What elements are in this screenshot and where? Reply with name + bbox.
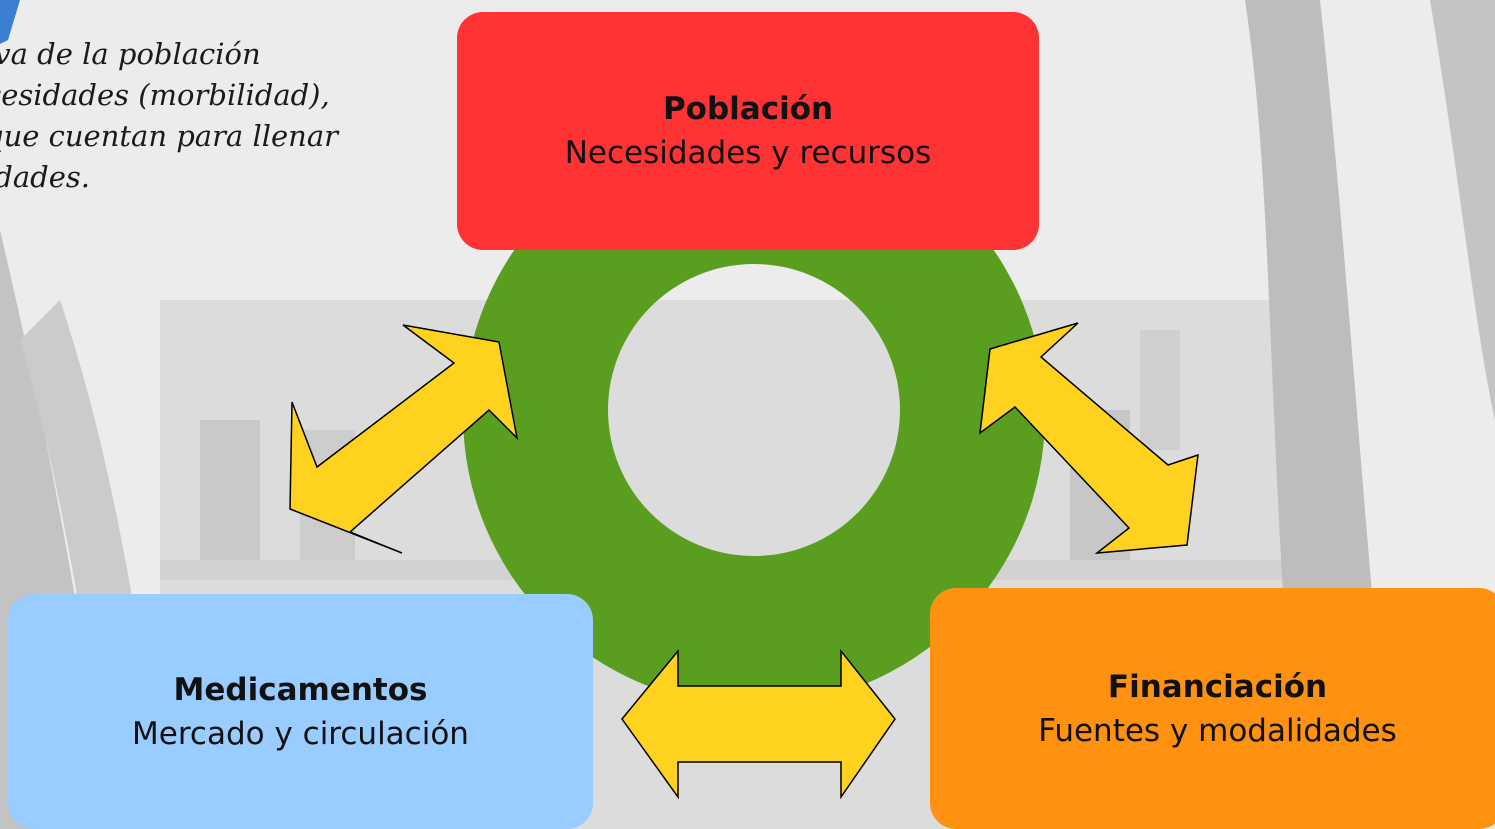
green-ring xyxy=(463,124,1045,706)
double-arrow-bottom xyxy=(621,648,896,800)
box-poblacion: Población Necesidades y recursos xyxy=(457,12,1039,250)
double-arrow-right xyxy=(979,322,1199,554)
box-medicamentos: Medicamentos Mercado y circulación xyxy=(8,594,593,829)
box-medicamentos-subtitle: Mercado y circulación xyxy=(132,715,469,752)
intro-line: idades. xyxy=(0,160,90,194)
double-arrow-left xyxy=(289,324,519,554)
box-financiacion-title: Financiación xyxy=(1107,668,1328,705)
intro-line: que cuentan para llenar xyxy=(0,119,338,153)
box-financiacion-subtitle: Fuentes y modalidades xyxy=(1038,712,1397,749)
intro-line: cesidades (morbilidad), xyxy=(0,78,330,112)
intro-text: iva de la población cesidades (morbilida… xyxy=(0,34,425,198)
box-medicamentos-title: Medicamentos xyxy=(173,671,428,708)
box-financiacion: Financiación Fuentes y modalidades xyxy=(930,588,1495,829)
intro-line: iva de la población xyxy=(0,37,261,71)
box-poblacion-subtitle: Necesidades y recursos xyxy=(564,135,932,171)
box-poblacion-title: Población xyxy=(662,91,834,127)
